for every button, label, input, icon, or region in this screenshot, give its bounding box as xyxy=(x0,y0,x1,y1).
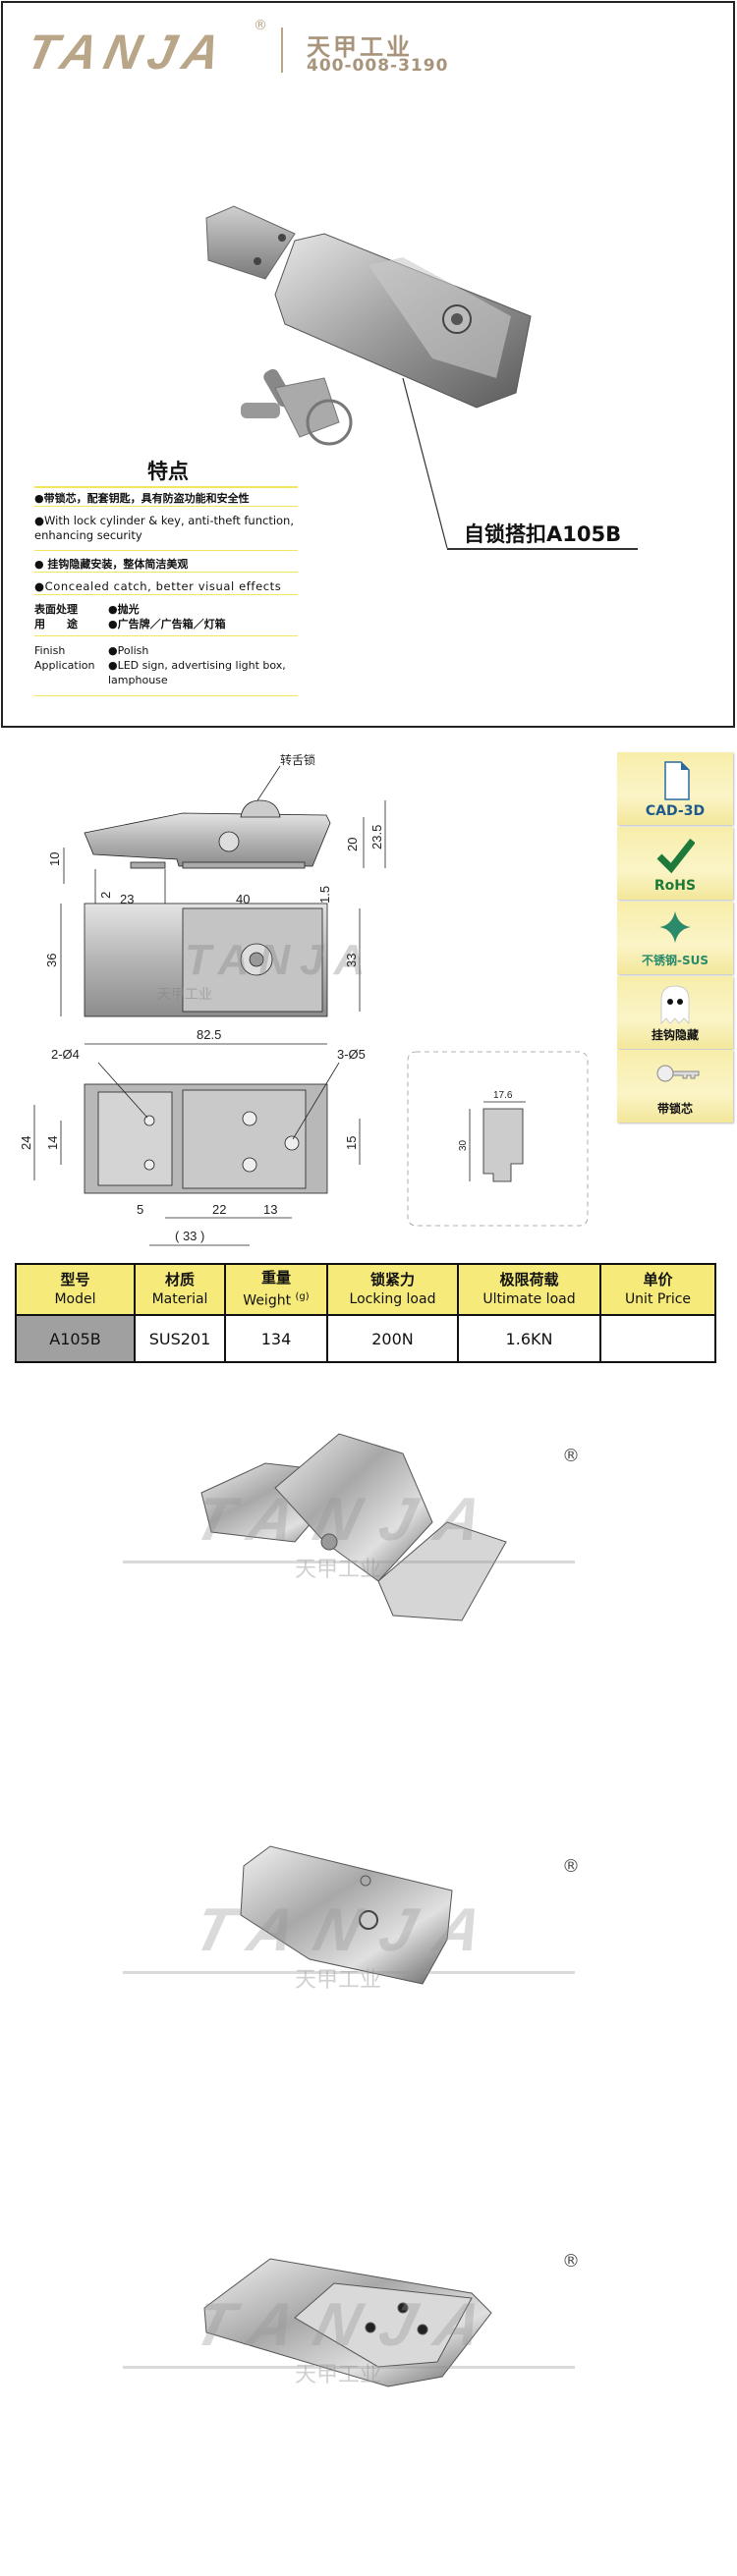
badge-label: CAD-3D xyxy=(645,803,706,819)
bottom-view xyxy=(33,1062,361,1246)
photo-watermark: TANJA 天甲工业 xyxy=(123,1895,575,1993)
dim-label: 23.5 xyxy=(369,825,384,850)
badge-rohs: RoHS xyxy=(617,827,733,900)
dim-label: 40 xyxy=(236,892,250,906)
application-value: ●LED sign, advertising light box, lampho… xyxy=(108,659,286,686)
features-title: 特点 xyxy=(147,460,189,483)
dim-label: 10 xyxy=(47,852,62,866)
top-view xyxy=(60,903,361,1045)
finish-label: Finish xyxy=(34,644,66,657)
cell-locking-load: 200N xyxy=(326,1314,459,1363)
side-view xyxy=(63,765,386,913)
cell-unit-price xyxy=(599,1314,716,1363)
feature-item: ●Concealed catch, better visual effects xyxy=(34,579,298,595)
finish-value: ●抛光 xyxy=(108,603,140,616)
divider xyxy=(34,486,298,488)
product-intro-panel xyxy=(1,1,735,728)
badge-label: 不锈钢-SUS xyxy=(641,954,709,967)
hole-label: 2-Ø4 xyxy=(51,1047,80,1062)
registered-mark: ® xyxy=(562,2251,580,2272)
feature-item: ●With lock cylinder & key, anti-theft fu… xyxy=(34,514,298,551)
photo-latch-bottom xyxy=(203,2258,492,2387)
profile-detail-box xyxy=(407,1051,589,1227)
lock-cylinder-icon xyxy=(359,1910,378,1930)
application-value: ●广告牌／广告箱／灯箱 xyxy=(108,618,226,630)
dim-label: ( 33 ) xyxy=(175,1229,204,1243)
sparkle-icon xyxy=(659,911,691,943)
dim-label: 15 xyxy=(344,1136,359,1150)
technical-drawing: TANJA 天甲工业 转舌锁 10 2 23 40 1.5 20 23.5 36… xyxy=(19,752,589,1246)
cell-material: SUS201 xyxy=(134,1314,226,1363)
finish-cn-block: 表面处理 ●抛光 用 途 ●广告牌／广告箱／灯箱 xyxy=(34,602,298,636)
finish-en-block: Finish ●Polish Application ●LED sign, ad… xyxy=(34,643,298,696)
badge-cad-3d: CAD-3D xyxy=(617,752,733,825)
caption-underline xyxy=(447,548,638,550)
product-photos xyxy=(200,1433,507,2387)
registered-mark: ® xyxy=(562,1856,580,1877)
dim-label: 14 xyxy=(45,1136,60,1150)
document-icon xyxy=(664,761,690,800)
logo-divider xyxy=(281,27,283,73)
photo-latch-closed xyxy=(240,1845,453,1985)
badge-concealed-hook: 挂钩隐藏 xyxy=(617,976,733,1049)
brand-name-cn: 天甲工业 xyxy=(307,33,413,61)
cell-weight: 134 xyxy=(224,1314,328,1363)
dim-label: 5 xyxy=(137,1202,143,1217)
badge-label: 带锁芯 xyxy=(656,1102,693,1116)
registered-mark: ® xyxy=(562,1446,580,1466)
dim-label: 2 xyxy=(98,892,113,899)
drawing-watermark-cn: 天甲工业 xyxy=(157,986,212,1002)
dim-label: 17.6 xyxy=(493,1090,513,1101)
dim-label: 33 xyxy=(344,954,359,967)
dim-label: 22 xyxy=(212,1202,226,1217)
finish-value: ●Polish xyxy=(108,644,149,657)
registered-mark: ® xyxy=(254,18,267,33)
phone-number: 400-008-3190 xyxy=(307,56,449,76)
key-icon xyxy=(656,1065,700,1082)
dim-label: 24 xyxy=(19,1136,33,1150)
badge-label: 挂钩隐藏 xyxy=(651,1028,699,1042)
drawing-watermark: TANJA xyxy=(185,936,374,984)
hole-label: 3-Ø5 xyxy=(337,1047,366,1062)
badge-label: RoHS xyxy=(653,878,697,894)
badge-lock-cylinder: 带锁芯 xyxy=(617,1050,733,1123)
caption-leader-line xyxy=(402,377,448,549)
key-profile xyxy=(482,1108,524,1182)
cell-model: A105B xyxy=(15,1314,136,1363)
dim-label: 23 xyxy=(120,892,134,906)
feature-item: ● 挂钩隐藏安装，整体简洁美观 xyxy=(34,557,298,573)
callout-label: 转舌锁 xyxy=(280,752,315,767)
dim-label: 20 xyxy=(345,838,360,851)
dim-label: 82.5 xyxy=(197,1027,221,1042)
photo-latch-open xyxy=(200,1433,507,1621)
ghost-icon xyxy=(660,985,690,1025)
table-row: A105B SUS201 134 200N 1.6KN xyxy=(15,1314,716,1363)
finish-label: 表面处理 xyxy=(34,603,78,616)
badge-stainless-steel: 不锈钢-SUS xyxy=(617,902,733,974)
dim-label: 13 xyxy=(263,1202,277,1217)
photo-watermark: TANJA 天甲工业 xyxy=(123,2290,575,2387)
keys-image xyxy=(241,368,353,446)
dim-label: 36 xyxy=(44,954,59,967)
catch-plate xyxy=(205,205,296,280)
cell-ultimate-load: 1.6KN xyxy=(457,1314,601,1363)
latch-body xyxy=(274,233,532,409)
application-label: Application xyxy=(34,659,95,672)
feature-item: ●带锁芯，配套钥匙，具有防盗功能和安全性 xyxy=(34,491,298,507)
product-caption: 自锁搭扣A105B xyxy=(464,522,622,546)
dim-label: 30 xyxy=(458,1139,469,1151)
application-label: 用 途 xyxy=(34,618,78,630)
product-hero-image xyxy=(205,205,532,549)
checkmark-icon xyxy=(656,838,695,874)
dim-label: 1.5 xyxy=(317,886,332,904)
photo-watermark: TANJA 天甲工业 xyxy=(123,1485,575,1582)
